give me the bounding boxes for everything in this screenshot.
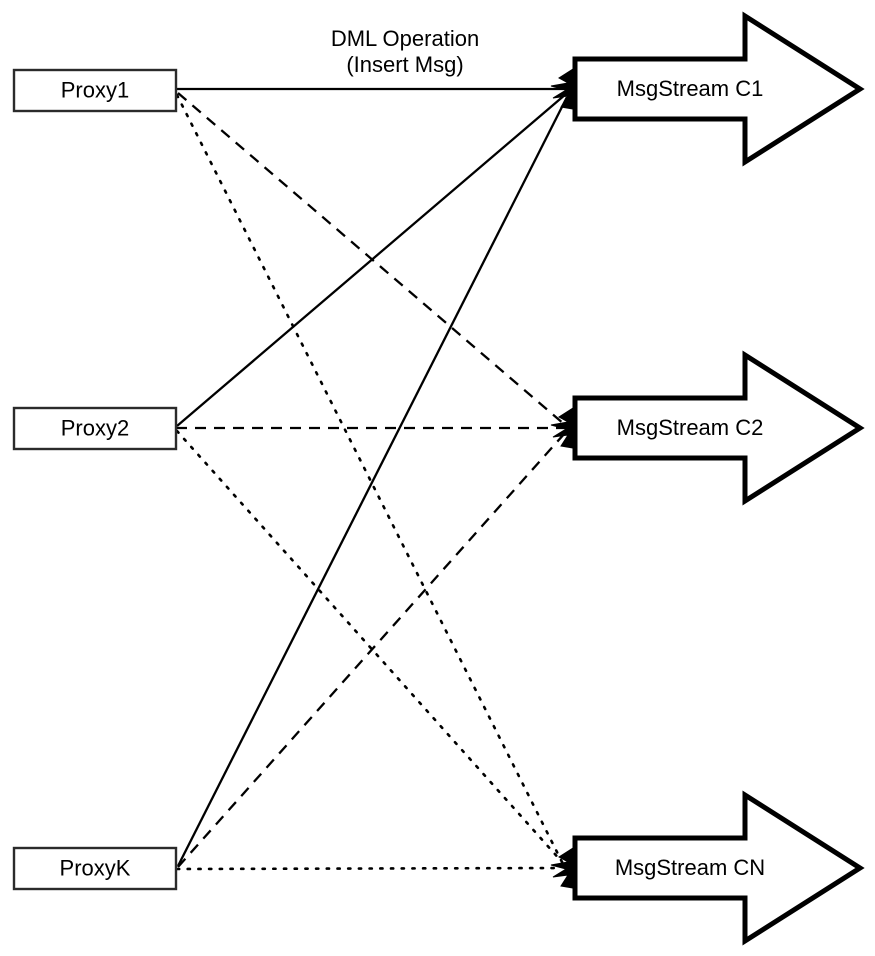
edge-proxyk-to-stream_c1: [176, 96, 569, 867]
proxy-box: [12, 68, 178, 113]
proxy-box: [12, 406, 178, 451]
dml-operation-label-line1: DML Operation: [331, 26, 479, 51]
edge-proxy1-to-stream_c2: [177, 92, 565, 425]
edge-annotation-group: DML Operation (Insert Msg): [331, 26, 479, 77]
proxy-label: Proxy1: [61, 77, 129, 102]
edge-proxyk-to-stream_cn: [175, 866, 564, 871]
dml-operation-label-line2: (Insert Msg): [346, 52, 463, 77]
edge-proxyk-to-stream_c2: [177, 432, 566, 868]
stream-label: MsgStream C1: [617, 76, 764, 101]
edge-proxy1-to-stream_cn: [175, 93, 564, 864]
stream-arrow-shape: [572, 790, 865, 946]
arrowhead-glyph: [550, 847, 574, 889]
stream-node-stream_c1[interactable]: MsgStream C1: [572, 11, 865, 167]
proxy-label: ProxyK: [60, 855, 131, 880]
arrowhead-glyph: [550, 68, 574, 110]
arrowhead-stream_cn: [550, 847, 574, 889]
arrowhead-stream_c1: [550, 68, 574, 110]
proxy-box: [12, 846, 178, 891]
stream-arrow-shape: [572, 350, 865, 506]
proxy-node-proxy2[interactable]: Proxy2: [12, 406, 178, 451]
proxy-label: Proxy2: [61, 415, 129, 440]
arrowheads-layer: [550, 68, 574, 889]
stream-arrow-shape: [572, 11, 865, 167]
arrowhead-glyph: [550, 407, 574, 449]
arrowhead-stream_c2: [550, 407, 574, 449]
edges-layer: [175, 87, 569, 871]
proxy-node-proxy1[interactable]: Proxy1: [12, 68, 178, 113]
stream-label: MsgStream C2: [617, 415, 764, 440]
stream-node-stream_c2[interactable]: MsgStream C2: [572, 350, 865, 506]
proxy-node-proxyk[interactable]: ProxyK: [12, 846, 178, 891]
stream-label: MsgStream CN: [615, 855, 765, 880]
streams-layer: MsgStream C1 MsgStream C2 MsgStream CN: [572, 11, 865, 946]
edge-proxy2-to-stream_cn: [175, 429, 564, 864]
edge-proxy2-to-stream_c1: [176, 93, 567, 427]
stream-node-stream_cn[interactable]: MsgStream CN: [572, 790, 865, 946]
